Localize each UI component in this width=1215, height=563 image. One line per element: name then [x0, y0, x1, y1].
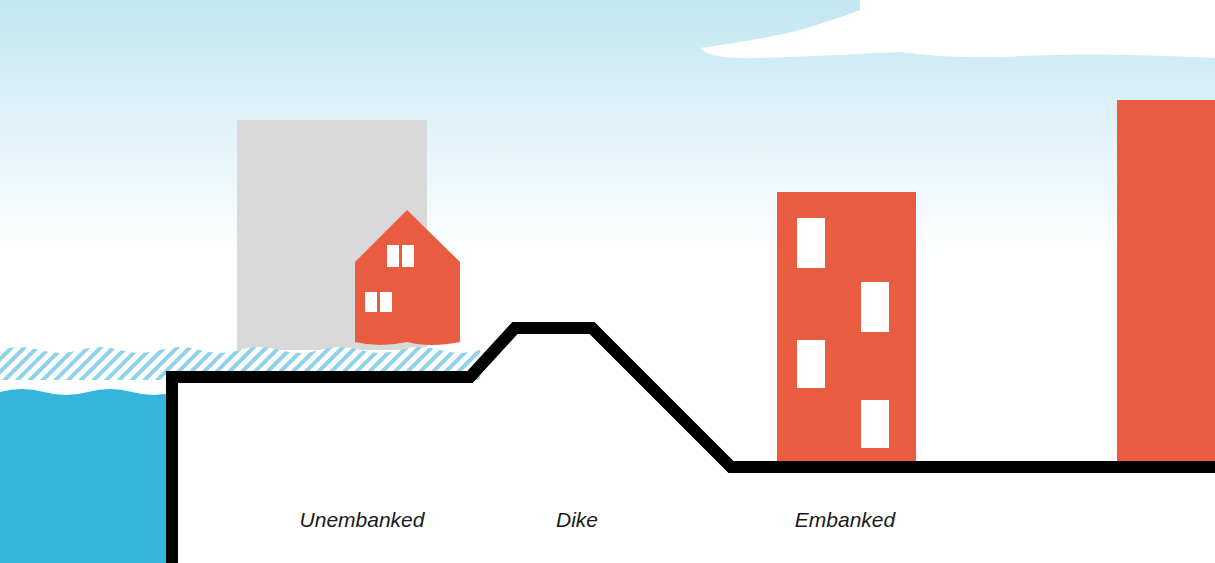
area-label: Dike [556, 508, 598, 532]
window [861, 400, 889, 448]
house [355, 210, 460, 345]
window [380, 292, 392, 312]
window [365, 292, 377, 312]
area-label: Embanked [795, 508, 895, 532]
ground-profile [172, 328, 1215, 563]
area-label: Unembanked [300, 508, 425, 532]
apartment-building [777, 192, 916, 464]
tall-building [1117, 100, 1215, 464]
window [402, 245, 414, 267]
river [0, 389, 176, 563]
window [861, 282, 889, 332]
window [797, 218, 825, 268]
cloud [700, 0, 1215, 58]
window [387, 245, 399, 267]
window [797, 340, 825, 388]
